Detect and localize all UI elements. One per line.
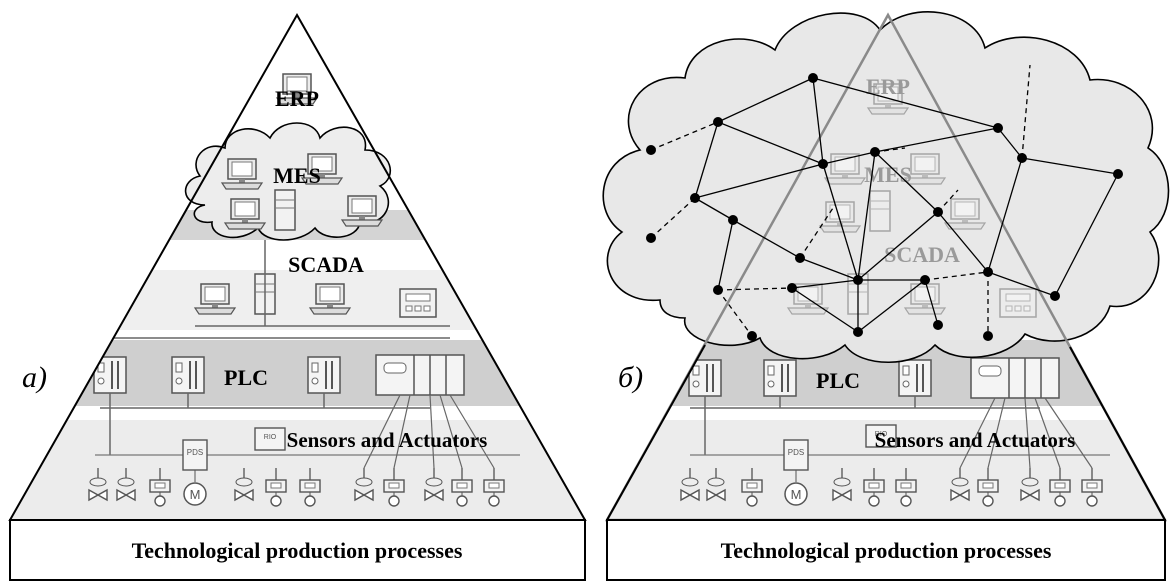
rio-label: RIO [264, 434, 277, 441]
plc-rack-icon [970, 357, 1060, 399]
level-sensors-actuators: Sensors and Actuators [287, 428, 488, 452]
network-node [983, 267, 993, 277]
network-node [1113, 169, 1123, 179]
pds-label: PDS [187, 448, 203, 457]
operator-panel-icon [399, 288, 437, 318]
scada-workstation-icon [904, 283, 946, 315]
mes-computer-icon [221, 158, 263, 190]
network-node [933, 207, 943, 217]
network-node [646, 233, 656, 243]
level-plc: PLC [816, 368, 860, 393]
network-node [713, 117, 723, 127]
base-box [606, 519, 1166, 581]
panel-b: RIO PDS M [602, 11, 1170, 581]
level-sensors-actuators: Sensors and Actuators [875, 428, 1076, 452]
network-node [795, 253, 805, 263]
base-box [9, 519, 586, 581]
plc-band [10, 340, 585, 406]
plc-icon [763, 359, 797, 397]
network-node [853, 275, 863, 285]
network-node [808, 73, 818, 83]
network-node [933, 320, 943, 330]
network-links [694, 77, 1119, 333]
panel-b-label: б) [618, 361, 643, 394]
mes-computer-icon [224, 198, 266, 230]
pyramid-edge-right [1069, 346, 1166, 521]
base-label: Technological production processes [132, 538, 463, 563]
network-node [1050, 291, 1060, 301]
level-erp: ERP [866, 74, 910, 99]
network-nodes [646, 73, 1123, 341]
hmi-band [10, 270, 585, 330]
level-scada: SCADA [288, 252, 364, 277]
plc-rack-icon [375, 354, 465, 396]
plc-icon [898, 359, 932, 397]
network-node [728, 215, 738, 225]
pyramid-edge-left [606, 344, 706, 521]
level-scada: SCADA [884, 242, 960, 267]
rio-label: RIO [875, 431, 888, 438]
mes-computer-icon [341, 195, 383, 227]
motor-icon [183, 482, 207, 506]
network-node [690, 193, 700, 203]
network-node [818, 159, 828, 169]
mes-computer-icon [944, 198, 986, 230]
rio-icon [254, 427, 286, 451]
level-plc: PLC [224, 365, 268, 390]
mes-computer-icon [819, 201, 861, 233]
scada-workstation-icon [309, 283, 351, 315]
level-erp: ERP [275, 86, 319, 111]
rio-icon [865, 424, 897, 448]
operator-panel-icon [999, 288, 1037, 318]
base-label: Technological production processes [721, 538, 1052, 563]
network-node [787, 283, 797, 293]
plc-icon [307, 356, 341, 394]
network-node [646, 145, 656, 155]
network-node [983, 331, 993, 341]
network-node [920, 275, 930, 285]
panel-a: RIO PDS M [8, 12, 587, 581]
plc-icon [171, 356, 205, 394]
motor-label: M [190, 487, 201, 502]
pds-label: PDS [788, 448, 804, 457]
panel-a-label: а) [22, 361, 47, 394]
network-links-dashed [650, 64, 1031, 337]
network-node [713, 285, 723, 295]
scada-workstation-icon [194, 283, 236, 315]
motor-icon [784, 482, 808, 506]
mes-server-icon [274, 189, 296, 231]
network-node [993, 123, 1003, 133]
mes-server-icon [869, 190, 891, 232]
network-node [870, 147, 880, 157]
pds-drive-icon [783, 439, 809, 471]
network-node [747, 331, 757, 341]
network-node [1017, 153, 1027, 163]
level-mes: MES [273, 163, 321, 188]
motor-label: M [791, 487, 802, 502]
network-node [853, 327, 863, 337]
